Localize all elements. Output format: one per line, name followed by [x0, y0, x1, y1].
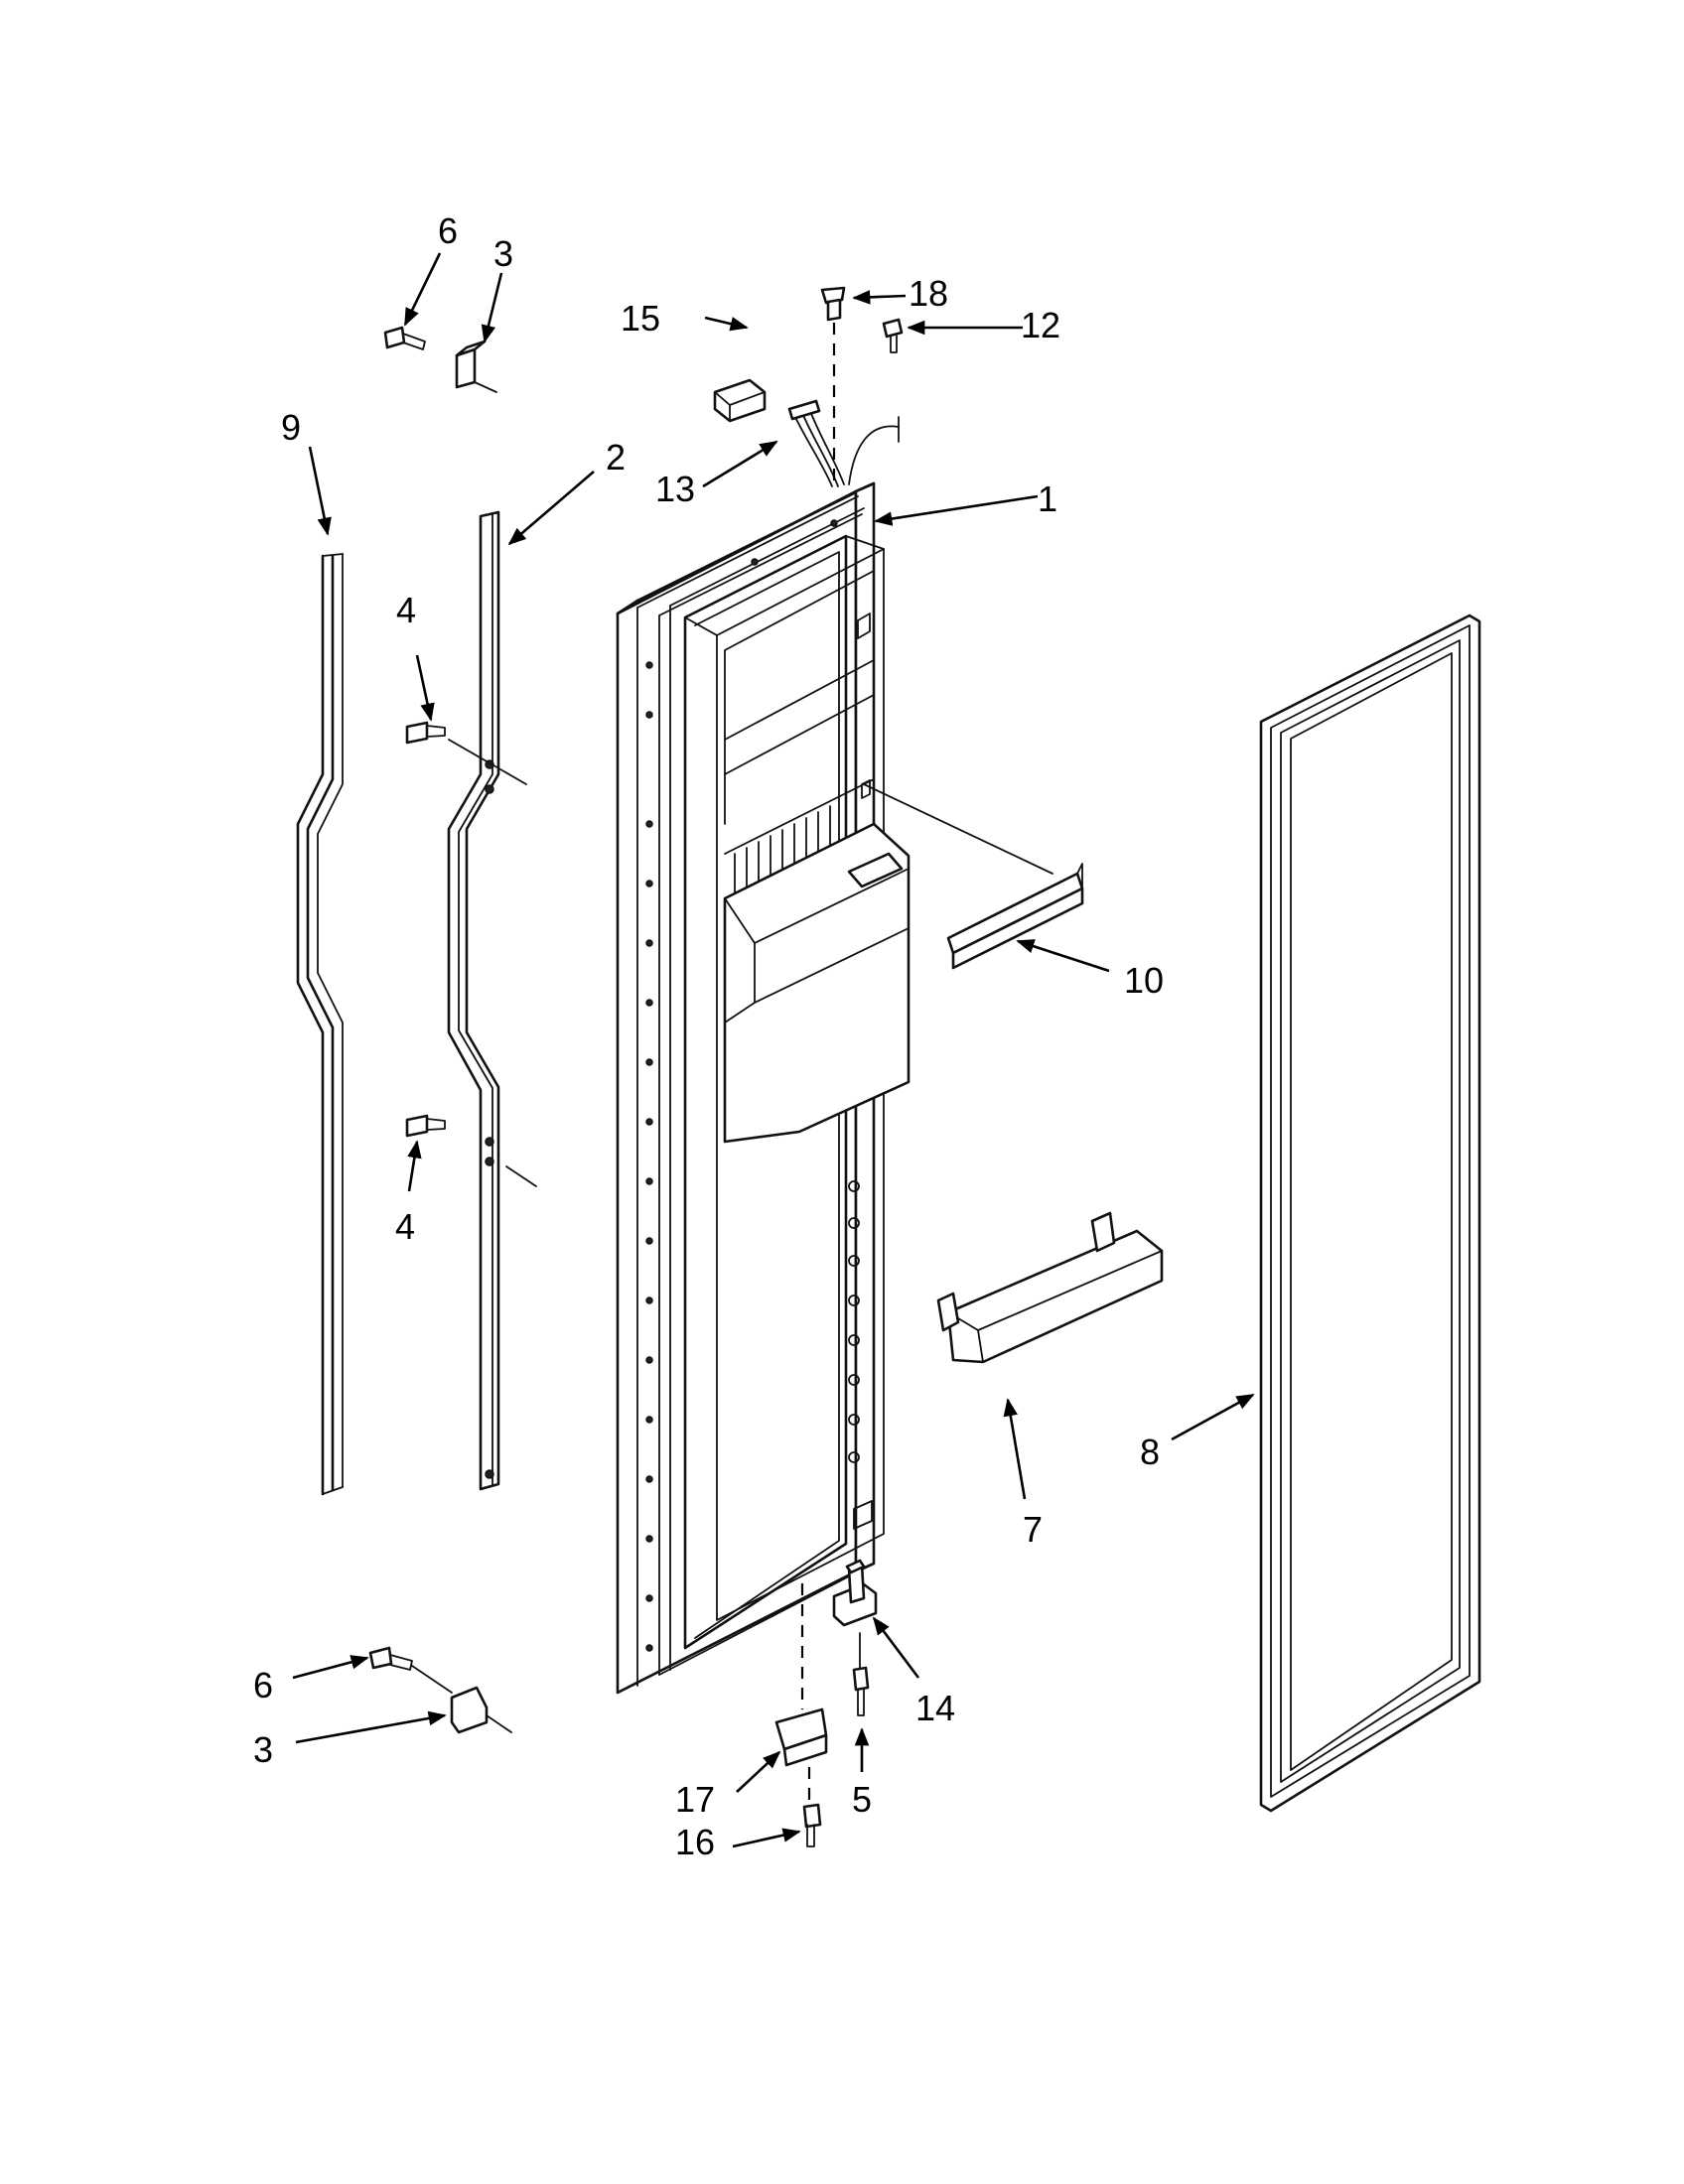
screw-holes-left: [645, 519, 838, 1652]
door-panel: [616, 481, 911, 1695]
hinge-strip: [447, 510, 500, 1491]
callout-9: 9: [281, 407, 301, 448]
callout-17: 17: [675, 1779, 715, 1820]
callout-6-bottom: 6: [253, 1665, 273, 1706]
leader-lines: [292, 252, 1255, 1848]
screw-4-lower: [405, 1114, 537, 1187]
callout-5: 5: [852, 1779, 872, 1820]
screw-4-upper: [405, 721, 527, 785]
callout-3-bottom: 3: [253, 1729, 273, 1770]
part-14-hinge-pin: [832, 1559, 878, 1627]
lower-cavity-holes: [848, 1180, 860, 1463]
callout-7: 7: [1023, 1509, 1043, 1550]
top-hinge-bracket: [455, 340, 497, 393]
callout-10: 10: [1124, 960, 1164, 1001]
callout-2: 2: [606, 437, 626, 478]
callout-14: 14: [915, 1688, 955, 1728]
gasket-strip-left: [296, 553, 344, 1496]
callout-8: 8: [1140, 1432, 1160, 1472]
part-18-plug: [820, 286, 846, 322]
bottom-screw-6: [368, 1646, 453, 1694]
part-10-shelf-rail: [863, 783, 1084, 970]
callout-6-top: 6: [438, 210, 458, 251]
part-8-door-gasket: [1259, 614, 1481, 1813]
callout-3-top: 3: [493, 233, 513, 274]
callout-16: 16: [675, 1822, 715, 1862]
part-15-connector: [713, 378, 767, 423]
part-17-block: [774, 1707, 828, 1767]
callout-15: 15: [621, 298, 660, 339]
callout-13: 13: [655, 469, 695, 509]
part-13-wire-harness: [787, 399, 900, 487]
part-16-screw: [802, 1803, 822, 1847]
callout-1: 1: [1038, 478, 1057, 519]
callout-labels: 1 2 3 3 4 4 5 6 6 7 8 9 10 12 13 14 15 1…: [253, 210, 1164, 1862]
part-12-screw: [882, 318, 904, 443]
bottom-hinge-bracket: [450, 1686, 512, 1734]
callout-4-upper: 4: [396, 590, 416, 630]
part-5-screw: [852, 1632, 870, 1716]
part-7-door-bin: [936, 1211, 1164, 1364]
callout-4-lower: 4: [395, 1206, 415, 1247]
callout-12: 12: [1021, 305, 1060, 345]
top-screw-6: [383, 326, 426, 350]
callout-18: 18: [909, 273, 948, 314]
